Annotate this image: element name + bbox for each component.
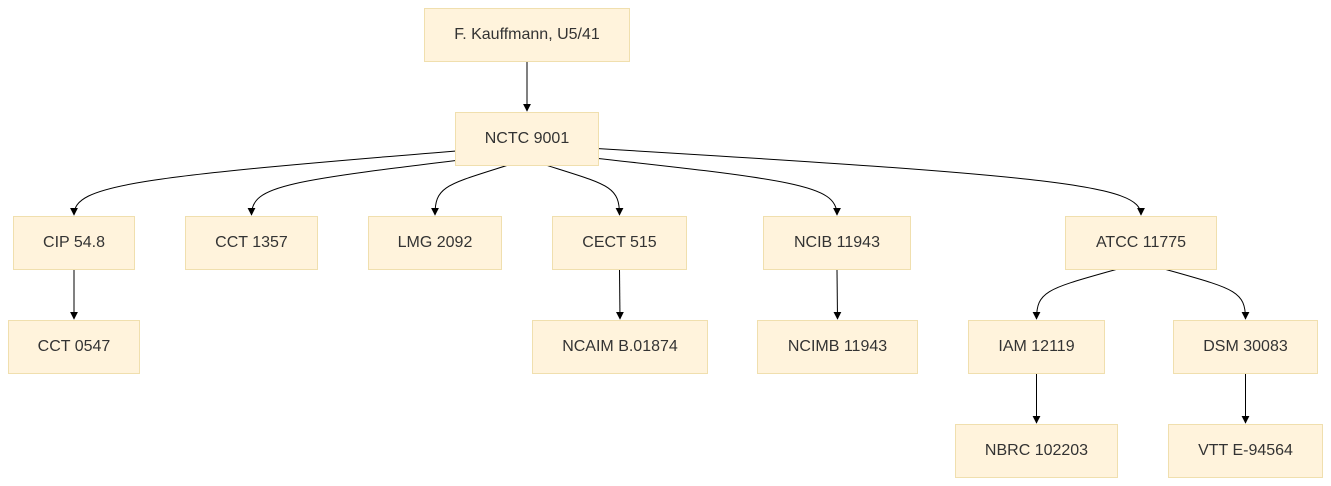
edge-nctc-to-lmg: [431, 162, 516, 216]
edge-nctc-to-cect: [538, 162, 624, 216]
edge-nctc-to-cct1357: [247, 155, 494, 216]
node-nbrc-102203: NBRC 102203: [955, 424, 1118, 478]
edge-nctc-to-ncib: [564, 154, 841, 216]
node-f-kauffmann-u5-41: F. Kauffmann, U5/41: [424, 8, 630, 62]
node-atcc-11775: ATCC 11775: [1065, 216, 1217, 270]
node-cct-0547: CCT 0547: [8, 320, 140, 374]
node-iam-12119: IAM 12119: [968, 320, 1105, 374]
node-dsm-30083: DSM 30083: [1173, 320, 1318, 374]
node-cct-1357: CCT 1357: [185, 216, 318, 270]
node-ncimb-11943: NCIMB 11943: [757, 320, 918, 374]
node-cect-515: CECT 515: [552, 216, 687, 270]
edge-cect-to-ncaim: [615, 269, 624, 320]
edge-atcc-to-dsm: [1154, 265, 1250, 320]
node-ncib-11943: NCIB 11943: [763, 216, 911, 270]
edge-ncib-to-ncimb: [833, 269, 842, 320]
node-cip-54-8: CIP 54.8: [13, 216, 135, 270]
node-vtt-e-94564: VTT E-94564: [1168, 424, 1323, 478]
node-lmg-2092: LMG 2092: [368, 216, 502, 270]
node-ncaim-b-01874: NCAIM B.01874: [532, 320, 708, 374]
edge-nctc-to-cip: [70, 149, 472, 216]
edge-atcc-to-iam: [1032, 265, 1128, 320]
node-nctc-9001: NCTC 9001: [455, 112, 599, 166]
edge-nctc-to-atcc: [588, 147, 1145, 216]
